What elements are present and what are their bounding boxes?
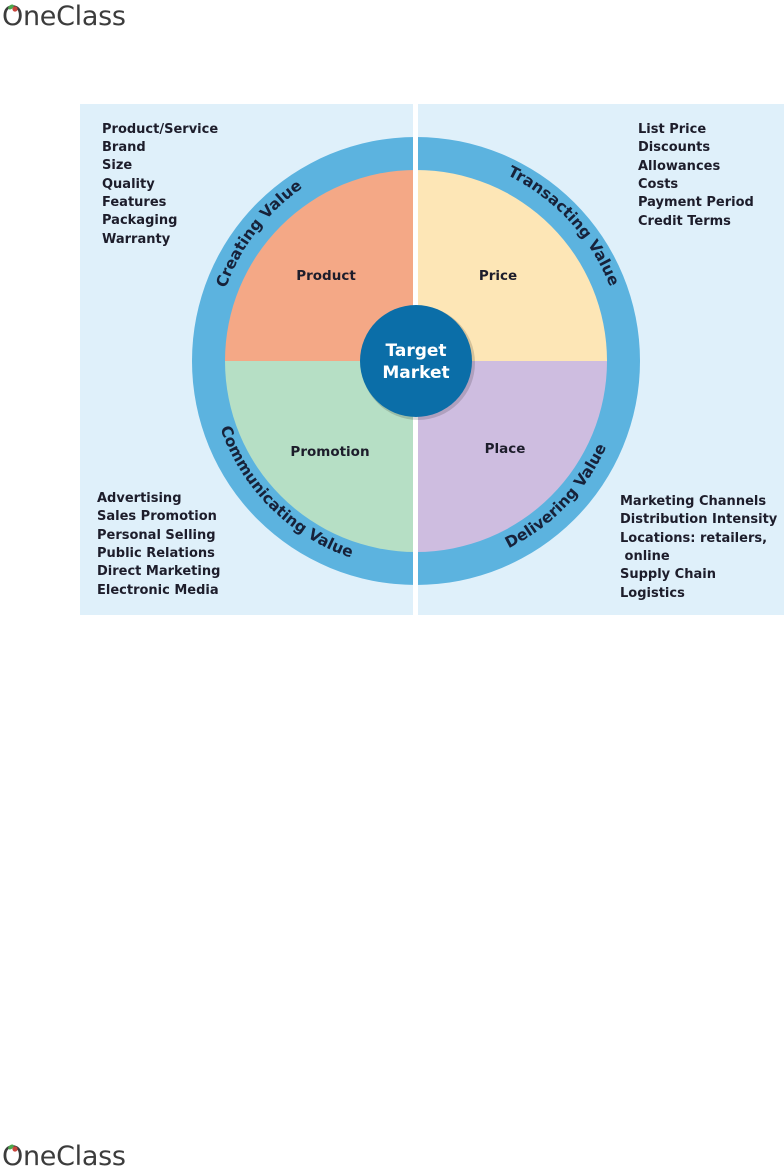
label-place: Place: [485, 441, 526, 457]
center-line-2: Market: [382, 363, 449, 383]
label-promotion: Promotion: [290, 444, 369, 460]
list-item: Direct Marketing: [97, 564, 220, 579]
list-item: Features: [102, 195, 167, 210]
list-item: Quality: [102, 177, 155, 192]
list-item: List Price: [638, 122, 706, 137]
list-item: Costs: [638, 177, 678, 192]
list-item: Warranty: [102, 232, 171, 247]
list-item: Supply Chain: [620, 567, 716, 582]
list-item: Discounts: [638, 140, 710, 155]
list-item: Brand: [102, 140, 146, 155]
oneclass-logo-footer: OneClass: [2, 1140, 126, 1174]
list-place: Marketing Channels Distribution Intensit…: [620, 494, 778, 601]
quadrant-promotion: [225, 361, 416, 552]
logo-text: OneClass: [2, 1, 126, 32]
list-item: Advertising: [97, 491, 182, 506]
center-line-1: Target: [385, 341, 446, 361]
list-item: Public Relations: [97, 546, 215, 561]
label-price: Price: [479, 268, 517, 284]
quadrant-place: [416, 361, 607, 552]
list-item: Logistics: [620, 586, 685, 601]
label-product: Product: [296, 268, 356, 284]
list-item: online: [620, 549, 670, 564]
leaf-icon: [8, 4, 18, 12]
list-promotion: Advertising Sales Promotion Personal Sel…: [97, 491, 220, 598]
logo-text: OneClass: [2, 1141, 126, 1172]
target-market-circle: [360, 305, 472, 417]
quadrant-price: [416, 170, 607, 361]
list-item: Allowances: [638, 159, 720, 174]
list-item: Packaging: [102, 213, 177, 228]
list-item: Payment Period: [638, 195, 754, 210]
list-item: Distribution Intensity: [620, 512, 778, 527]
list-item: Sales Promotion: [97, 509, 217, 524]
list-item: Credit Terms: [638, 214, 731, 229]
list-price: List Price Discounts Allowances Costs Pa…: [638, 122, 754, 229]
list-item: Personal Selling: [97, 528, 216, 543]
quadrant-product: [225, 170, 416, 361]
list-item: Size: [102, 158, 132, 173]
leaf-icon: [8, 1144, 18, 1152]
list-item: Locations: retailers,: [620, 531, 767, 546]
list-product: Product/Service Brand Size Quality Featu…: [102, 122, 218, 247]
list-item: Product/Service: [102, 122, 218, 137]
list-item: Marketing Channels: [620, 494, 766, 509]
list-item: Electronic Media: [97, 583, 219, 598]
oneclass-logo: OneClass: [2, 0, 126, 34]
